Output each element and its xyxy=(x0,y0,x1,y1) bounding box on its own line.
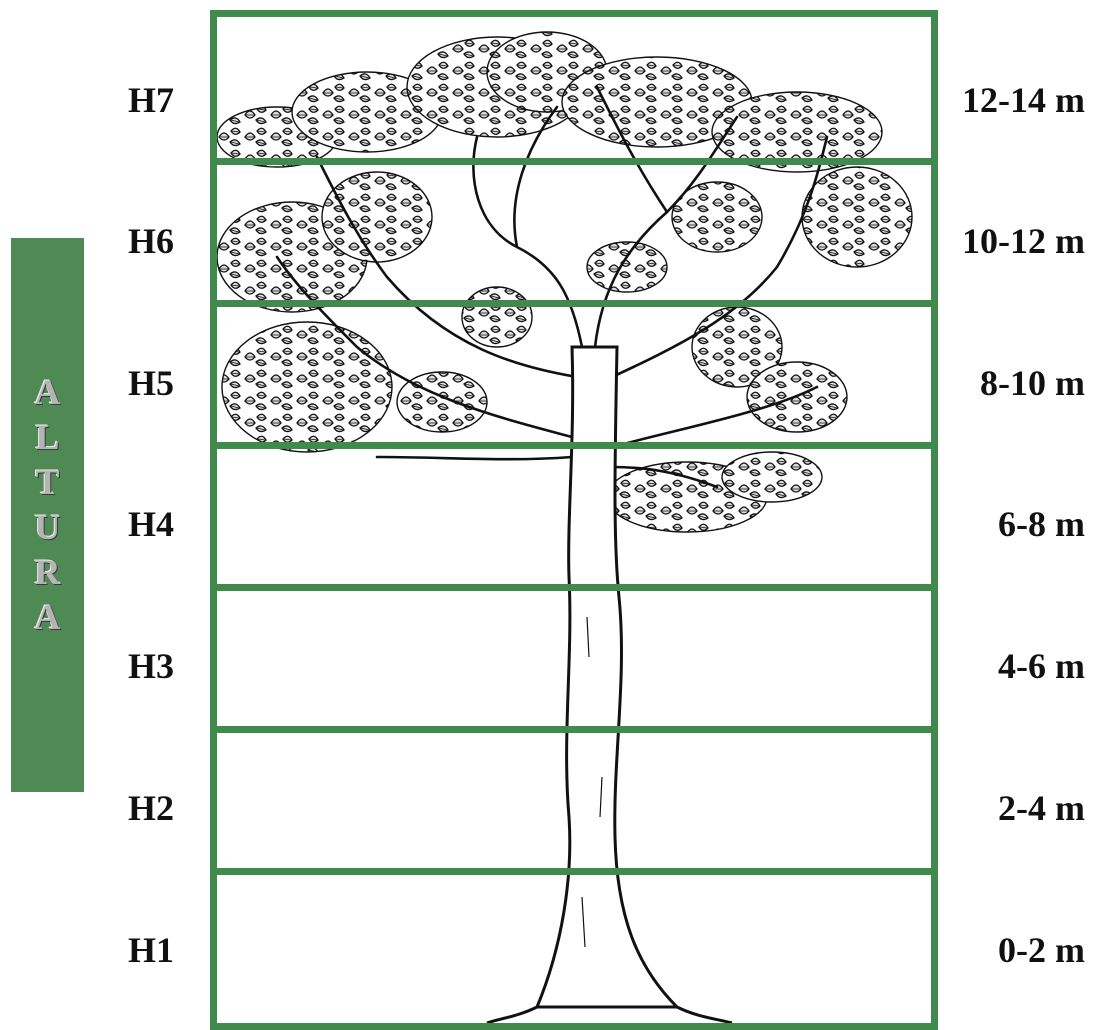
level-label-h1: H1 xyxy=(128,929,198,971)
level-label-h4: H4 xyxy=(128,503,198,545)
level-label-h6: H6 xyxy=(128,220,198,262)
altura-letter: A xyxy=(35,370,61,415)
band-divider-h5-h6 xyxy=(217,300,931,307)
altura-side-bar: A L T U R A xyxy=(11,238,84,792)
range-label-h7: 12-14 m xyxy=(925,79,1085,121)
band-divider-h4-h5 xyxy=(217,442,931,449)
level-label-h2: H2 xyxy=(128,787,198,829)
range-label-h4: 6-8 m xyxy=(925,503,1085,545)
height-bands-frame xyxy=(210,10,938,1030)
range-label-h3: 4-6 m xyxy=(925,645,1085,687)
band-divider-h6-h7 xyxy=(217,158,931,165)
level-label-h3: H3 xyxy=(128,645,198,687)
range-label-h5: 8-10 m xyxy=(925,362,1085,404)
altura-letter: R xyxy=(35,550,61,595)
altura-letter: A xyxy=(35,595,61,640)
range-label-h2: 2-4 m xyxy=(925,787,1085,829)
level-label-h7: H7 xyxy=(128,79,198,121)
level-label-h5: H5 xyxy=(128,362,198,404)
altura-letter: L xyxy=(35,415,59,460)
range-label-h6: 10-12 m xyxy=(925,220,1085,262)
band-divider-h1-h2 xyxy=(217,868,931,875)
altura-letter: T xyxy=(35,460,59,505)
band-divider-h2-h3 xyxy=(217,726,931,733)
altura-label: A L T U R A xyxy=(11,370,84,640)
band-divider-h3-h4 xyxy=(217,584,931,591)
altura-letter: U xyxy=(35,505,61,550)
range-label-h1: 0-2 m xyxy=(925,929,1085,971)
